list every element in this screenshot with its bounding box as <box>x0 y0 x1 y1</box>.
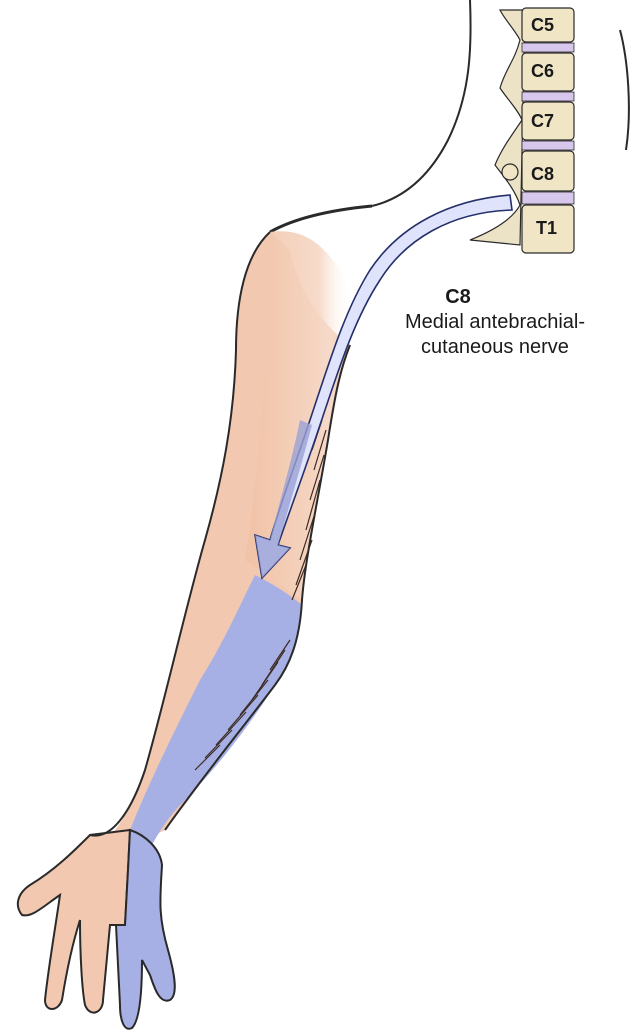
c8-foramen <box>502 164 518 180</box>
disc-c6-c7 <box>522 92 574 101</box>
disc-c5-c6 <box>522 43 574 52</box>
vertebra-label-c7: C7 <box>531 111 554 131</box>
right-neck-outline <box>620 30 629 150</box>
vertebral-column: C5 C6 C7 C8 T1 <box>470 8 574 253</box>
disc-c7-c8 <box>522 141 574 150</box>
hand-skin <box>18 830 130 1013</box>
annotation-segment: C8 <box>286 285 630 310</box>
vertebra-label-c5: C5 <box>531 15 554 35</box>
vertebra-label-c6: C6 <box>531 61 554 81</box>
shoulder-outline <box>270 206 372 232</box>
vertebra-label-c8: C8 <box>531 164 554 184</box>
annotation-nerve-line2: cutaneous nerve <box>360 335 630 360</box>
neck-outline <box>372 0 471 206</box>
vertebra-label-t1: T1 <box>536 218 557 238</box>
nerve-annotation: C8 Medial antebrachial- cutaneous nerve <box>360 285 630 360</box>
annotation-nerve-line1: Medial antebrachial- <box>360 310 630 335</box>
disc-c8-t1 <box>522 192 574 204</box>
